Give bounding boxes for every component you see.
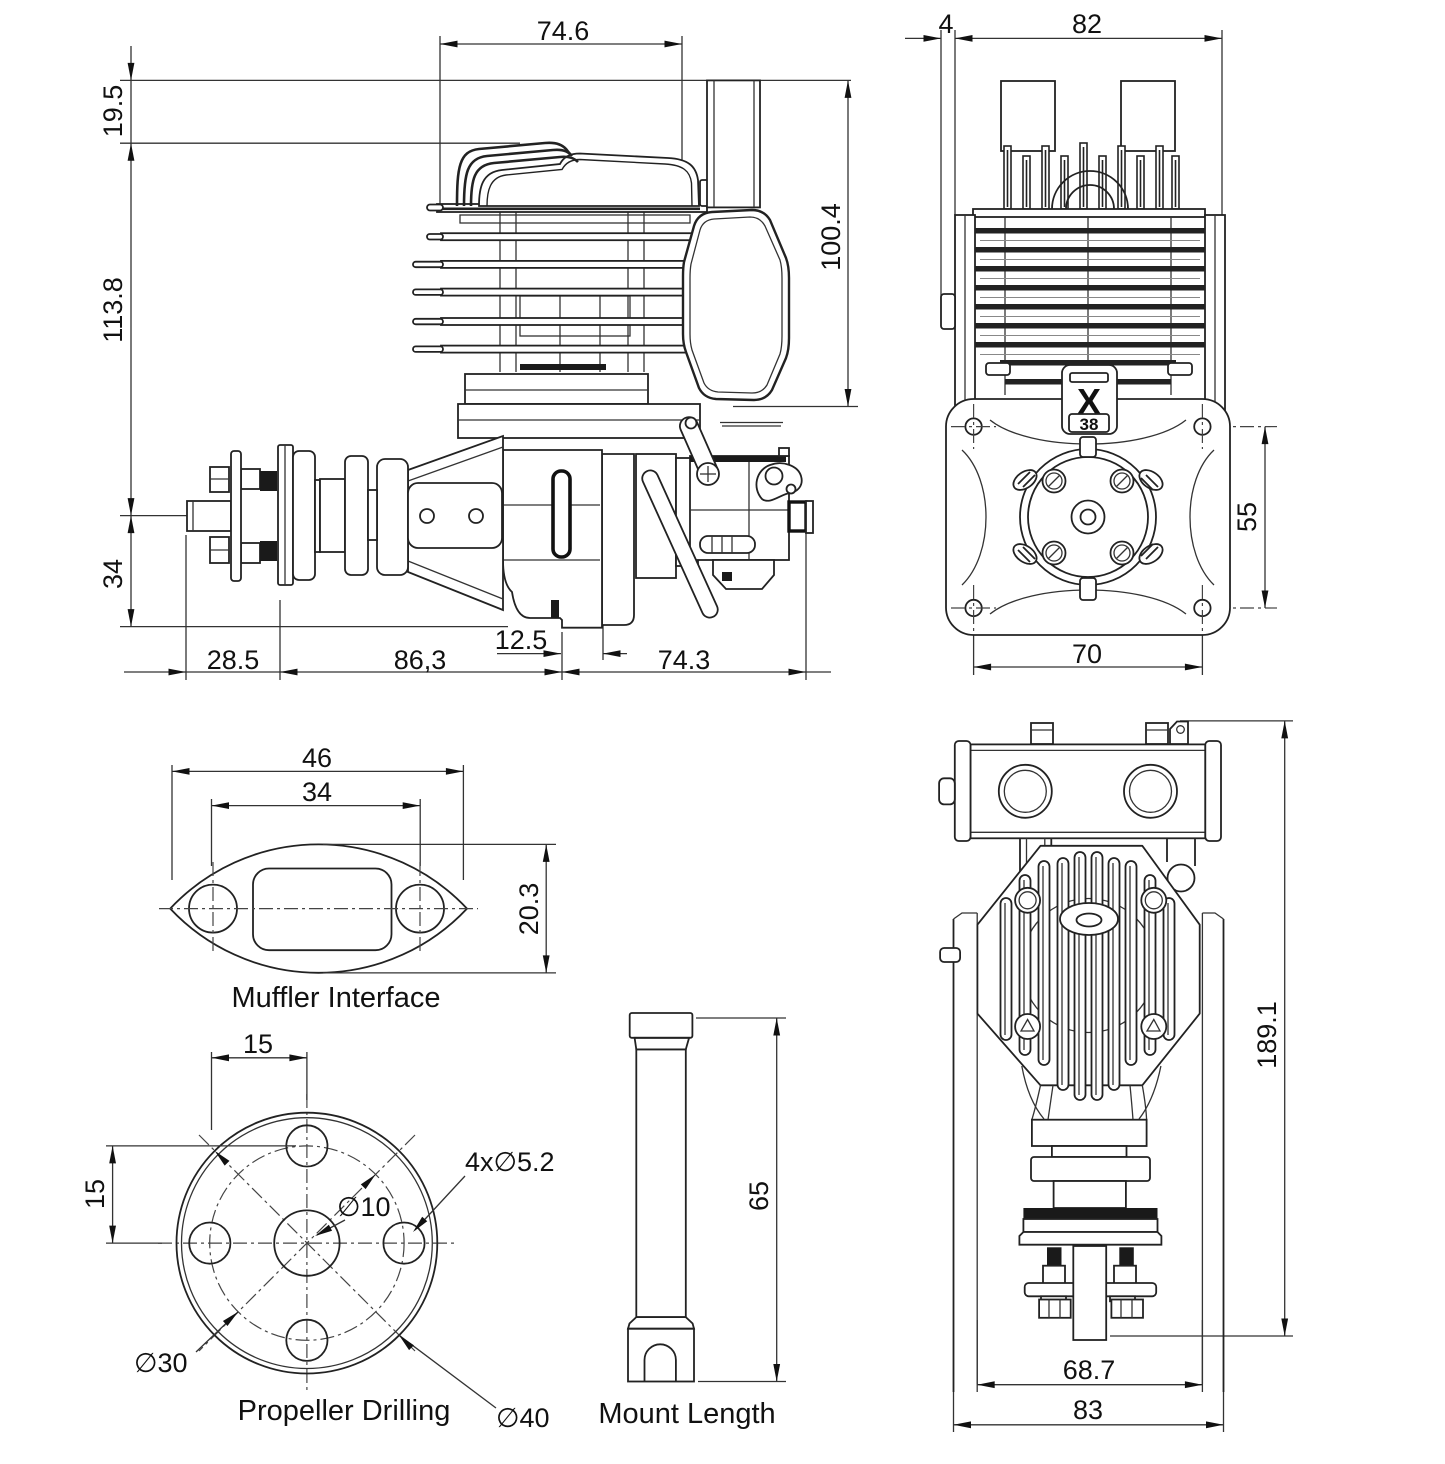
- svg-text:∅40: ∅40: [496, 1403, 550, 1433]
- svg-text:46: 46: [302, 743, 332, 773]
- svg-text:70: 70: [1072, 639, 1102, 669]
- svg-text:4x∅5.2: 4x∅5.2: [465, 1147, 555, 1177]
- svg-text:12.5: 12.5: [495, 625, 548, 655]
- svg-text:189.1: 189.1: [1252, 1001, 1282, 1069]
- svg-text:55: 55: [1232, 502, 1262, 532]
- svg-text:Mount Length: Mount Length: [598, 1398, 775, 1430]
- svg-text:19.5: 19.5: [98, 85, 128, 138]
- svg-text:15: 15: [80, 1179, 110, 1209]
- svg-text:113.8: 113.8: [98, 277, 128, 343]
- svg-text:34: 34: [98, 559, 128, 589]
- svg-text:15: 15: [243, 1029, 273, 1059]
- svg-text:82: 82: [1072, 9, 1102, 39]
- svg-text:28.5: 28.5: [207, 645, 260, 675]
- svg-text:38: 38: [1080, 415, 1099, 434]
- svg-text:83: 83: [1073, 1395, 1103, 1425]
- svg-text:74.6: 74.6: [537, 16, 590, 46]
- svg-text:∅30: ∅30: [134, 1348, 188, 1378]
- svg-text:Muffler Interface: Muffler Interface: [231, 982, 440, 1014]
- svg-text:34: 34: [302, 777, 332, 807]
- svg-text:100.4: 100.4: [816, 203, 846, 271]
- svg-text:20.3: 20.3: [514, 883, 544, 936]
- svg-text:86,3: 86,3: [394, 645, 447, 675]
- svg-text:74.3: 74.3: [658, 645, 711, 675]
- svg-text:Propeller Drilling: Propeller Drilling: [238, 1395, 451, 1427]
- svg-text:68.7: 68.7: [1063, 1355, 1116, 1385]
- svg-text:65: 65: [744, 1181, 774, 1211]
- svg-text:4: 4: [938, 9, 953, 39]
- svg-text:∅10: ∅10: [337, 1192, 391, 1222]
